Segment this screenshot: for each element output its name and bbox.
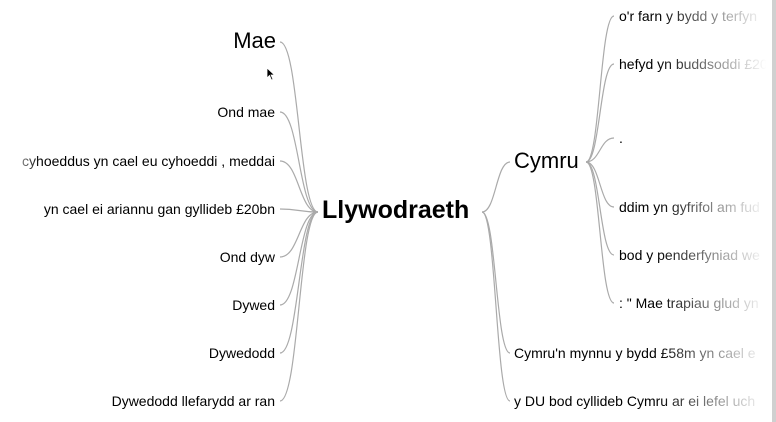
left-leaf-ond-dyw[interactable]: Ond dyw xyxy=(219,249,275,265)
cymru-child-cyfrifol[interactable]: ddim yn gyfrifol am fud xyxy=(619,199,760,215)
left-leaf-cyhoeddus[interactable]: cyhoeddus yn cael eu cyhoeddi , meddai xyxy=(22,153,275,169)
left-link-6 xyxy=(279,211,319,354)
left-leaf-llefarydd[interactable]: Dywedodd llefarydd ar ran xyxy=(111,393,275,409)
scrollbar-edge[interactable] xyxy=(772,0,776,422)
root-node[interactable]: Llywodraeth xyxy=(322,196,470,224)
cymru-link-1 xyxy=(585,63,615,163)
left-leaf-dywedodd[interactable]: Dywedodd xyxy=(208,345,275,361)
left-link-0 xyxy=(279,41,319,213)
left-node-mae[interactable]: Mae xyxy=(233,28,276,53)
right-link-cymru xyxy=(481,161,511,213)
cymru-child-penderfyniad[interactable]: bod y penderfyniad we xyxy=(619,247,760,263)
right-link-58m xyxy=(481,211,511,354)
left-link-3 xyxy=(279,208,319,213)
left-link-7 xyxy=(279,211,319,402)
cymru-link-4 xyxy=(585,161,615,256)
left-link-1 xyxy=(279,111,319,213)
cymru-link-3 xyxy=(585,161,615,208)
cymru-link-0 xyxy=(585,15,615,163)
right-node-cymru[interactable]: Cymru xyxy=(514,148,579,173)
left-leaf-ariannu[interactable]: yn cael ei ariannu gan gyllideb £20bn xyxy=(43,201,275,217)
cymru-child-buddsoddi[interactable]: hefyd yn buddsoddi £20 xyxy=(619,56,768,72)
left-link-4 xyxy=(279,211,319,258)
cymru-link-2 xyxy=(585,137,615,163)
cymru-child-terfyn[interactable]: o'r farn y bydd y terfyn xyxy=(619,8,758,24)
cymru-link-5 xyxy=(585,161,615,304)
left-leaf-ond-mae[interactable]: Ond mae xyxy=(217,104,275,120)
left-leaf-dywed[interactable]: Dywed xyxy=(232,297,275,313)
right-leaf-58m[interactable]: Cymru'n mynnu y bydd £58m yn cael e xyxy=(514,345,756,361)
right-leaf-cyllideb[interactable]: y DU bod cyllideb Cymru ar ei lefel uch xyxy=(514,393,756,409)
right-link-cyllideb xyxy=(481,211,511,402)
cymru-child-period[interactable]: . xyxy=(619,130,623,146)
left-link-5 xyxy=(279,211,319,306)
left-link-2 xyxy=(279,160,319,213)
mouse-cursor-icon xyxy=(266,67,276,81)
cymru-child-trapiau[interactable]: : " Mae trapiau glud yn xyxy=(619,295,759,311)
